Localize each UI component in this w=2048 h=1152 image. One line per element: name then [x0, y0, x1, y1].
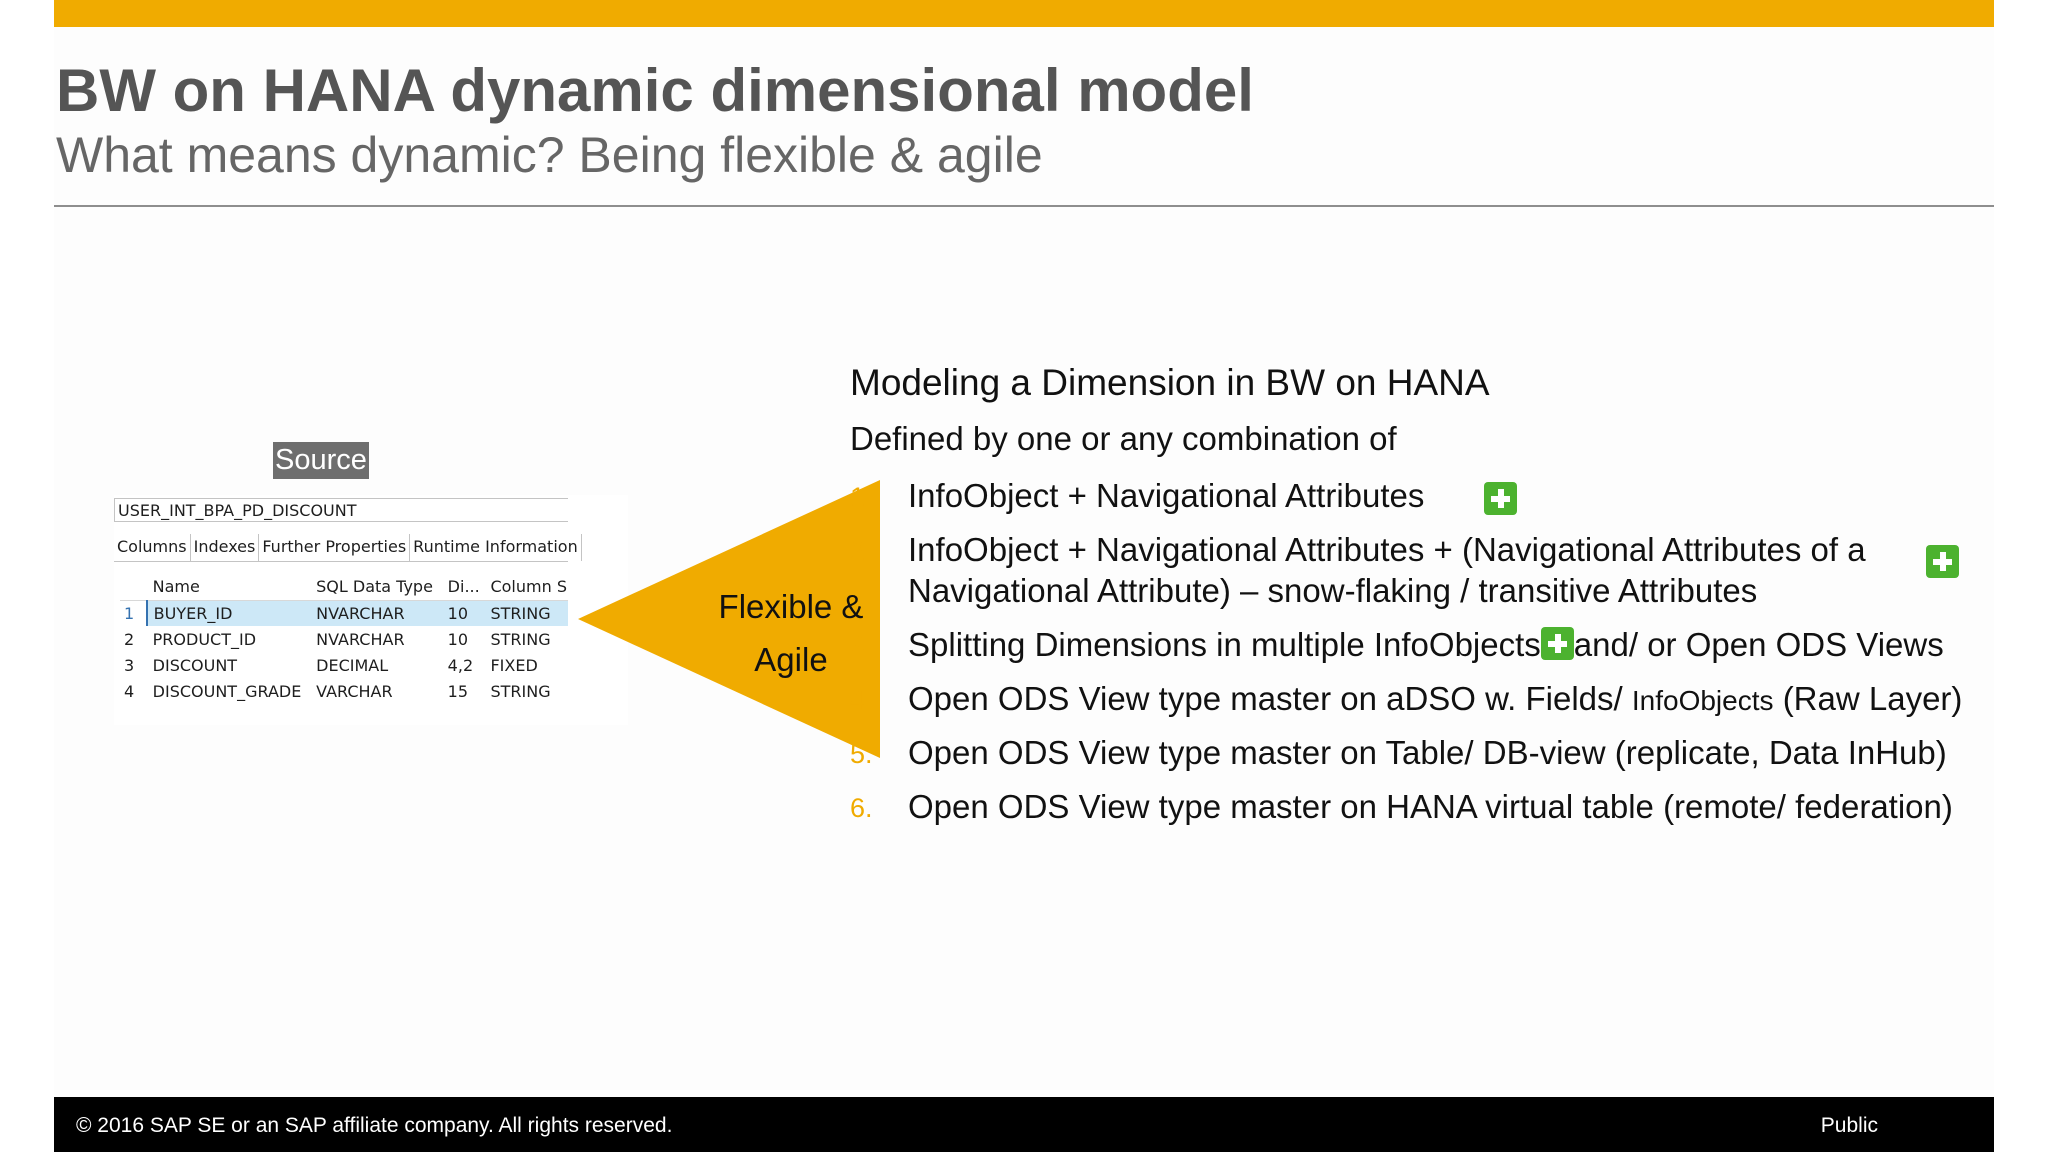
row-name: DISCOUNT: [152, 655, 238, 675]
row-dim: 10: [441, 600, 485, 626]
column-header-index: [120, 574, 147, 601]
row-name: DISCOUNT_GRADE: [152, 681, 302, 701]
footer-copyright: © 2016 SAP SE or an SAP affiliate compan…: [76, 1114, 673, 1137]
row-index: 2: [124, 629, 135, 649]
row-store: STRING: [490, 629, 551, 649]
row-name: BUYER_ID: [146, 600, 311, 626]
list-text: InfoObject + Navigational Attributes: [908, 477, 1425, 514]
list-text-line1: InfoObject + Navigational Attributes + (…: [908, 531, 1866, 568]
list-text-part1: Splitting Dimensions in multiple InfoObj…: [908, 626, 1541, 663]
row-index: 4: [124, 681, 135, 701]
list-number: 6.: [850, 793, 873, 823]
row-dim: 4,2: [447, 655, 474, 675]
tab-runtime-information[interactable]: Runtime Information: [410, 534, 582, 561]
column-header-name[interactable]: Name: [146, 574, 311, 601]
list-number: 3.: [850, 631, 873, 661]
row-type: DECIMAL: [316, 655, 389, 675]
title-divider: [54, 205, 1994, 207]
row-index: 1: [120, 600, 148, 626]
slide: BW on HANA dynamic dimensional model Wha…: [54, 0, 1994, 1152]
row-index: 3: [124, 655, 135, 675]
plus-icon: [1484, 482, 1517, 515]
table-row[interactable]: 1 BUYER_ID NVARCHAR 10 STRING: [120, 600, 568, 626]
modeling-intro: Defined by one or any combination of: [850, 420, 1397, 457]
page-subtitle: What means dynamic? Being flexible & agi…: [56, 127, 1043, 183]
tab-further-properties[interactable]: Further Properties: [259, 534, 411, 561]
list-text: Open ODS View type master on HANA virtua…: [908, 788, 1953, 825]
list-text-small: InfoObjects: [1631, 685, 1774, 716]
list-text-line2: Navigational Attribute) – snow-flaking /…: [908, 572, 1758, 609]
list-number: 2.: [850, 536, 873, 566]
grid-header-row: Name SQL Data Type Di... Column S: [120, 574, 568, 601]
list-text-part1: Open ODS View type master on aDSO w. Fie…: [908, 680, 1623, 717]
tab-columns[interactable]: Columns: [114, 534, 191, 561]
row-type: VARCHAR: [316, 681, 393, 701]
plus-icon: [1540, 627, 1574, 660]
table-row[interactable]: 4 DISCOUNT_GRADE VARCHAR 15 STRING: [120, 678, 568, 704]
flexible-agile-arrow: [578, 480, 880, 758]
row-name: PRODUCT_ID: [152, 629, 257, 649]
plus-icon: [1926, 545, 1959, 578]
list-text: Open ODS View type master on aDSO w. Fie…: [908, 678, 1962, 721]
list-number: 4.: [850, 685, 873, 715]
list-text: Splitting Dimensions in multiple InfoObj…: [908, 624, 1944, 665]
modeling-heading: Modeling a Dimension in BW on HANA: [850, 362, 1490, 403]
list-number: 1.: [850, 482, 873, 512]
arrow-label-line1: Flexible &: [718, 588, 864, 625]
page-title: BW on HANA dynamic dimensional model: [56, 57, 1254, 124]
footer-classification: Public: [1820, 1114, 1878, 1137]
row-store: STRING: [490, 681, 551, 701]
arrow-triangle: [578, 480, 880, 758]
table-row[interactable]: 3 DISCOUNT DECIMAL 4,2 FIXED: [120, 652, 568, 678]
column-header-column-store[interactable]: Column S: [484, 574, 568, 601]
row-type: NVARCHAR: [310, 600, 442, 626]
list-text-part2: and/ or Open ODS Views: [1573, 626, 1944, 663]
row-store: STRING: [484, 600, 568, 626]
table-tabs: Columns Indexes Further Properties Runti…: [114, 534, 582, 562]
list-text: Open ODS View type master on Table/ DB-v…: [908, 734, 1947, 771]
table-row[interactable]: 2 PRODUCT_ID NVARCHAR 10 STRING: [120, 626, 568, 652]
row-store: FIXED: [490, 655, 538, 675]
arrow-label-line2: Agile: [754, 641, 828, 678]
tab-indexes[interactable]: Indexes: [191, 534, 260, 561]
column-header-dimension[interactable]: Di...: [441, 574, 485, 601]
row-dim: 15: [447, 681, 469, 701]
footer-bar: © 2016 SAP SE or an SAP affiliate compan…: [54, 1097, 1994, 1152]
column-header-sql-data-type[interactable]: SQL Data Type: [310, 574, 442, 601]
list-number: 5.: [850, 739, 873, 769]
top-accent-bar: [54, 0, 1994, 27]
row-type: NVARCHAR: [316, 629, 405, 649]
table-name-field[interactable]: USER_INT_BPA_PD_DISCOUNT: [114, 498, 568, 522]
list-text-part2: (Raw Layer): [1782, 680, 1963, 717]
source-table-screenshot: USER_INT_BPA_PD_DISCOUNT Columns Indexes…: [114, 495, 628, 725]
source-label: Source: [273, 442, 369, 479]
row-dim: 10: [447, 629, 469, 649]
columns-grid: Name SQL Data Type Di... Column S 1 BUYE…: [120, 574, 568, 704]
arrow-label: Flexible & Agile: [666, 580, 916, 686]
